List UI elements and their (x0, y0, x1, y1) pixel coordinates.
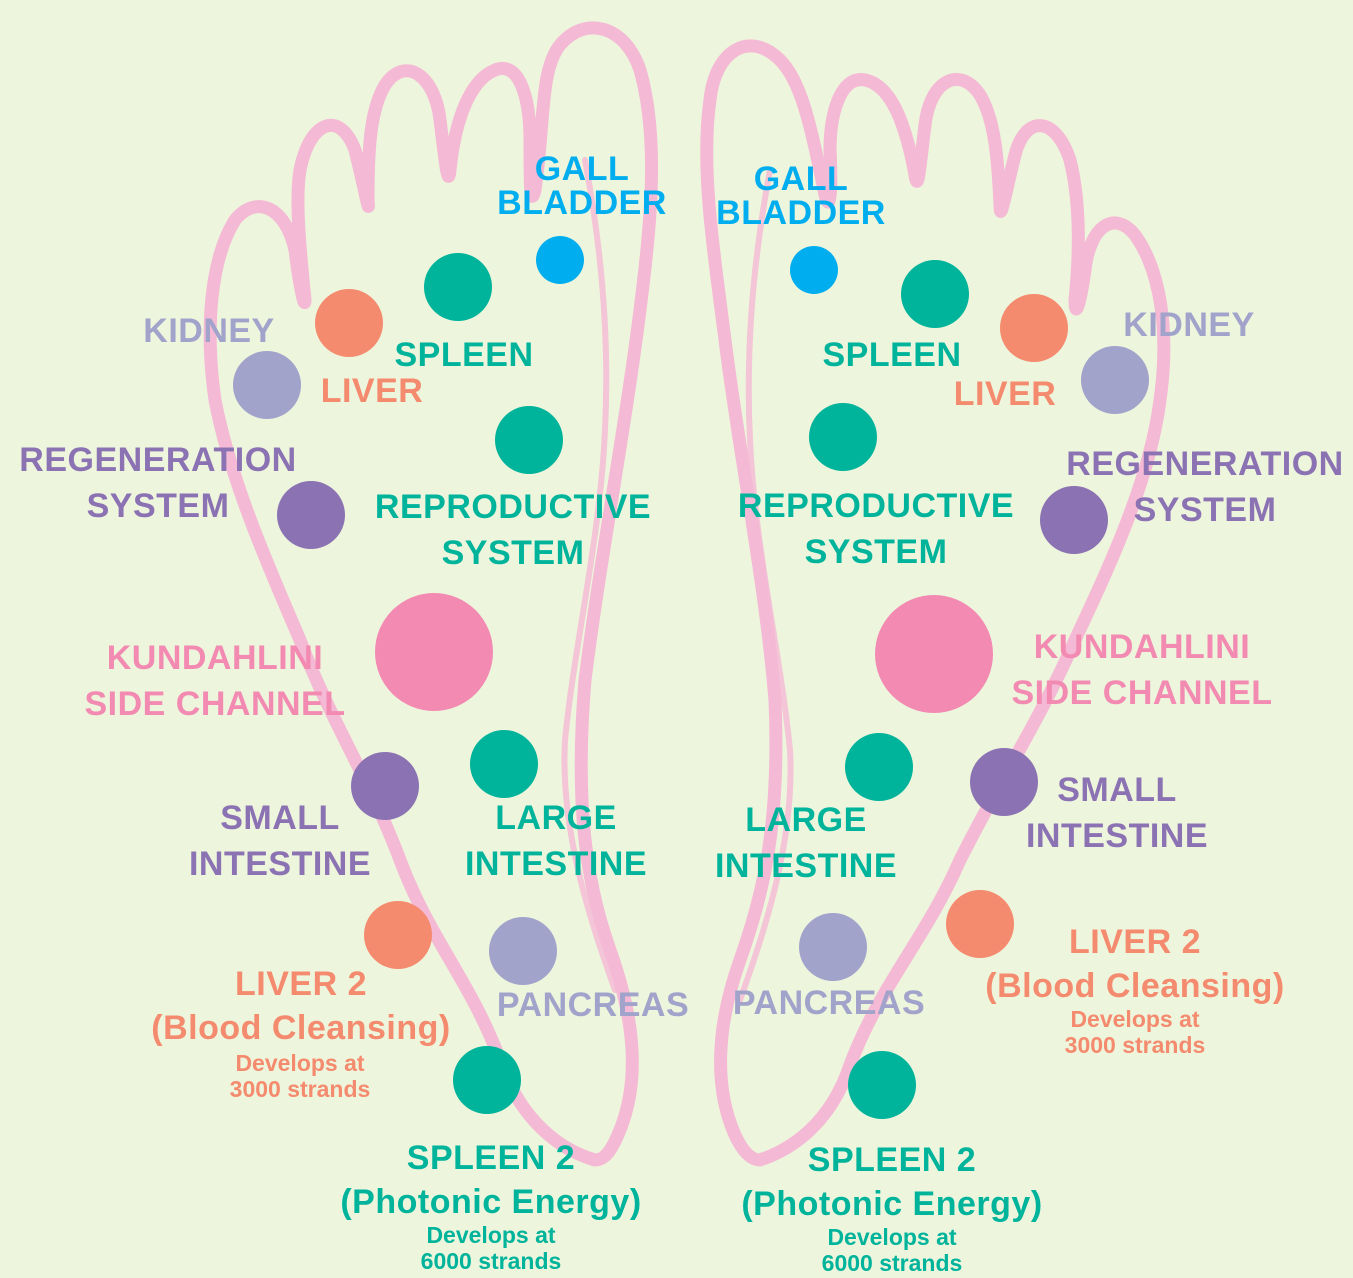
left-regeneration-label: REGENERATION SYSTEM (19, 438, 296, 530)
right-liver2-label: LIVER 2 (Blood Cleansing) (985, 920, 1284, 1008)
left-large-intestine-label: LARGE INTESTINE (465, 796, 647, 888)
left-liver-dot (315, 289, 383, 357)
left-kundahlini-label: KUNDAHLINI SIDE CHANNEL (84, 636, 345, 728)
left-gall-bladder-label: GALL BLADDER (497, 152, 667, 220)
left-spleen2-dot (453, 1046, 521, 1114)
right-gall-bladder-dot (790, 246, 838, 294)
right-kundahlini-dot (875, 595, 993, 713)
left-spleen2-label: SPLEEN 2 (Photonic Energy) (340, 1136, 641, 1224)
right-reproductive-dot (809, 403, 877, 471)
right-spleen2-dot (848, 1051, 916, 1119)
right-small-intestine-label: SMALL INTESTINE (1026, 768, 1208, 860)
left-liver2-label: LIVER 2 (Blood Cleansing) (151, 962, 450, 1050)
right-gall-bladder-label: GALL BLADDER (716, 162, 886, 230)
right-large-intestine-label: LARGE INTESTINE (715, 798, 897, 890)
left-gall-bladder-dot (536, 236, 584, 284)
right-large-intestine-dot (845, 733, 913, 801)
left-spleen2-note: Develops at 6000 strands (421, 1222, 562, 1275)
right-reproductive-label: REPRODUCTIVE SYSTEM (738, 484, 1014, 576)
right-spleen-label: SPLEEN (822, 338, 961, 372)
left-pancreas-dot (489, 917, 557, 985)
left-reproductive-label: REPRODUCTIVE SYSTEM (375, 485, 651, 577)
right-liver-label: LIVER (954, 377, 1057, 411)
right-regeneration-label: REGENERATION SYSTEM (1066, 442, 1343, 534)
right-kundahlini-label: KUNDAHLINI SIDE CHANNEL (1011, 625, 1272, 717)
right-kidney-label: KIDNEY (1123, 308, 1254, 342)
left-reproductive-dot (495, 406, 563, 474)
left-spleen-dot (424, 253, 492, 321)
left-kidney-label: KIDNEY (143, 314, 274, 348)
right-pancreas-label: PANCREAS (733, 986, 925, 1020)
right-spleen2-note: Develops at 6000 strands (822, 1224, 963, 1277)
right-liver-dot (1000, 294, 1068, 362)
left-small-intestine-label: SMALL INTESTINE (189, 796, 371, 888)
left-kidney-dot (233, 351, 301, 419)
left-spleen-label: SPLEEN (394, 338, 533, 372)
left-large-intestine-dot (470, 730, 538, 798)
left-kundahlini-dot (375, 593, 493, 711)
right-liver2-note: Develops at 3000 strands (1065, 1006, 1206, 1059)
left-pancreas-label: PANCREAS (497, 988, 689, 1022)
right-spleen2-label: SPLEEN 2 (Photonic Energy) (741, 1138, 1042, 1226)
right-kidney-dot (1081, 346, 1149, 414)
right-spleen-dot (901, 260, 969, 328)
right-pancreas-dot (799, 913, 867, 981)
left-liver-label: LIVER (321, 374, 424, 408)
left-liver2-dot (364, 901, 432, 969)
left-liver2-note: Develops at 3000 strands (230, 1050, 371, 1103)
